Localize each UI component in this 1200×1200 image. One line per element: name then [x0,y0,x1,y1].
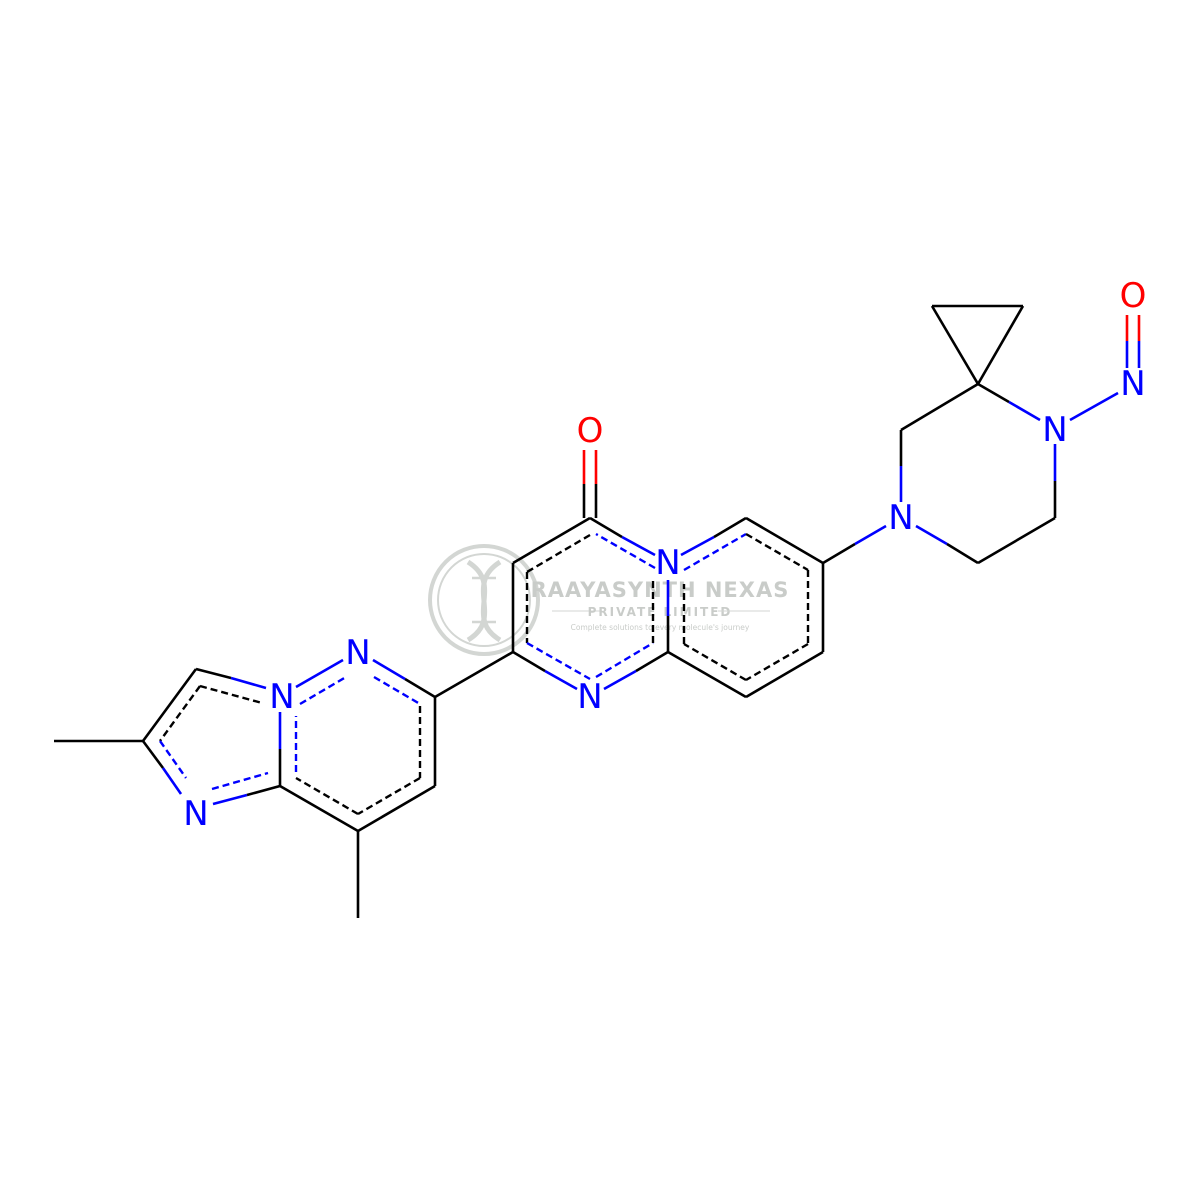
bond [977,382,1010,404]
bond [915,524,948,546]
bond [621,535,656,557]
aromatic-bond [745,642,809,682]
aromatic-bond [683,532,747,572]
aromatic-bond [357,776,421,816]
bond [295,658,344,689]
aromatic-bond [526,641,591,681]
carbon-bonds [54,304,1056,918]
atom-nitrogen: N [577,677,602,717]
hetero-bonds [141,315,1141,806]
aromatic-bond [373,675,421,706]
atom-labels: O N N N N N N N N O [183,276,1146,834]
bond [745,650,824,699]
bond [946,542,979,565]
bond [854,524,887,546]
bond [1069,391,1119,422]
bond [141,740,165,769]
aromatic-bond [211,771,269,791]
bond [434,650,514,699]
aromatic-bond [199,684,263,705]
dna-logo-icon [428,544,540,656]
bond [279,784,359,833]
bond [544,669,578,691]
aromatic-bond [745,532,809,572]
atom-nitrogen: N [655,543,680,583]
bond [976,305,1025,385]
bond [667,650,747,699]
aromatic-bond [595,532,656,570]
atom-oxygen: O [577,411,604,451]
bond [195,667,232,680]
bond [372,658,406,681]
atom-oxygen: O [1120,276,1147,316]
watermark: RAAYASYNTH NEXAS PRIVATE LIMITED Complet… [428,544,790,656]
watermark-title: RAAYASYNTH NEXAS [531,578,790,602]
bond [404,677,436,699]
aromatic-bonds [159,532,810,816]
atom-nitrogen: N [888,498,913,538]
bond [603,669,637,691]
bond [635,650,669,673]
bond [246,784,281,797]
bond [822,542,856,565]
atom-nitrogen: N [345,633,370,673]
atom-nitrogen: N [183,794,208,834]
bond [900,382,979,432]
bond [680,535,715,557]
aromatic-bond [159,740,187,779]
bond [977,516,1056,565]
atom-nitrogen: N [1120,364,1145,404]
bond [589,516,623,539]
bond [141,668,198,742]
bond [1008,400,1041,422]
aromatic-bond [526,533,591,574]
aromatic-bond [295,776,359,816]
aromatic-bond [159,685,201,742]
bond [713,516,747,539]
watermark-tagline: Complete solutions to every molecule's j… [571,623,750,632]
bond [357,784,436,833]
bond [161,767,183,795]
bond [212,793,248,806]
watermark-subtitle: PRIVATE LIMITED [588,605,733,619]
atom-nitrogen: N [269,677,294,717]
bond [230,676,267,690]
aromatic-bond [683,642,747,682]
aromatic-bond [299,675,347,706]
bond [745,516,824,565]
aromatic-bond [595,641,654,679]
bond [930,305,980,385]
bond [512,650,546,673]
bond [512,516,591,565]
atom-nitrogen: N [1042,410,1067,450]
